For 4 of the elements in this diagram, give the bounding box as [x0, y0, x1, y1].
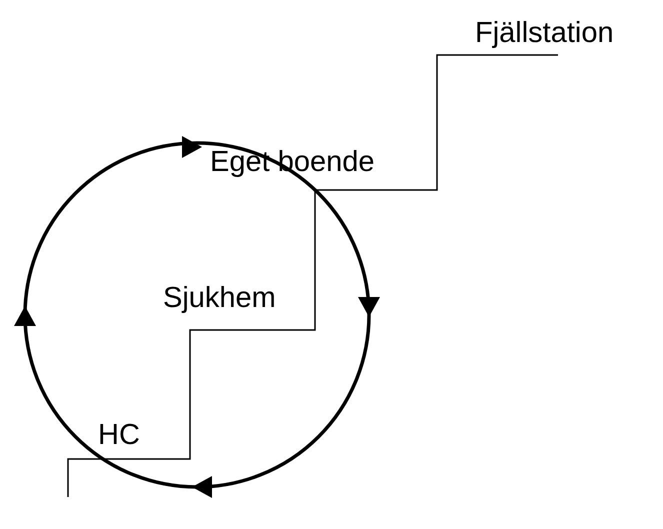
step-label: HC	[98, 418, 140, 452]
step-label: Eget boende	[210, 145, 374, 179]
step-label: Sjukhem	[163, 281, 276, 315]
step-label: Fjällstation	[475, 16, 614, 50]
